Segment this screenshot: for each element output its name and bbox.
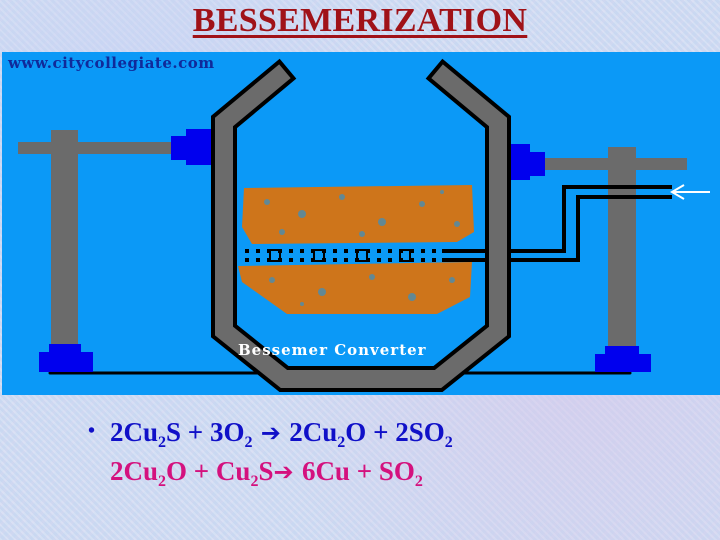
right-arrow-icon: ➔ <box>273 458 302 486</box>
eq-term: 2Cu <box>289 417 338 447</box>
eq-term: SO <box>378 456 415 486</box>
eq-term: 6Cu <box>301 456 350 486</box>
eq-term: S <box>166 417 182 447</box>
plus-sign: + <box>187 456 216 486</box>
subscript: 2 <box>158 473 167 490</box>
equation-reduction: 2Cu2O + Cu2S➔ 6Cu + SO2 <box>88 452 453 491</box>
eq-term: 2SO <box>395 417 445 447</box>
subscript: 2 <box>337 434 346 451</box>
air-pipe <box>442 185 672 262</box>
left-stand <box>18 129 216 372</box>
reaction-equations: •2Cu2S + 3O2 ➔ 2Cu2O + 2SO2 2Cu2O + Cu2S… <box>88 412 453 491</box>
subscript: 2 <box>414 473 423 490</box>
eq-term: 2Cu <box>110 456 159 486</box>
plus-sign: + <box>366 417 396 447</box>
subscript: 2 <box>158 434 167 451</box>
subscript: 2 <box>250 473 259 490</box>
subscript: 2 <box>244 434 253 451</box>
eq-term: S <box>258 456 274 486</box>
air-inlet-arrow-icon <box>670 184 710 200</box>
diagram-caption: Bessemer Converter <box>238 341 427 359</box>
eq-term: 2Cu <box>110 417 159 447</box>
bessemer-converter-diagram: www.citycollegiate.com Bessemer Converte… <box>2 52 720 395</box>
converter-vessel <box>211 58 511 392</box>
tuyeres <box>245 249 442 262</box>
tuyere-boxes <box>269 249 411 262</box>
plus-sign: + <box>181 417 210 447</box>
equation-oxidation: •2Cu2S + 3O2 ➔ 2Cu2O + 2SO2 <box>88 412 453 452</box>
bullet: • <box>88 420 96 442</box>
converter-illustration <box>18 58 710 392</box>
eq-term: O <box>345 417 367 447</box>
eq-term: Cu <box>215 456 251 486</box>
slide-title: BESSEMERIZATION <box>192 2 528 39</box>
subscript: 2 <box>444 434 453 451</box>
watermark-text: www.citycollegiate.com <box>8 54 215 72</box>
eq-term: O <box>166 456 188 486</box>
right-arrow-icon: ➔ <box>252 419 290 447</box>
molten-charge <box>238 185 474 314</box>
eq-term: 3O <box>209 417 245 447</box>
plus-sign: + <box>349 456 379 486</box>
